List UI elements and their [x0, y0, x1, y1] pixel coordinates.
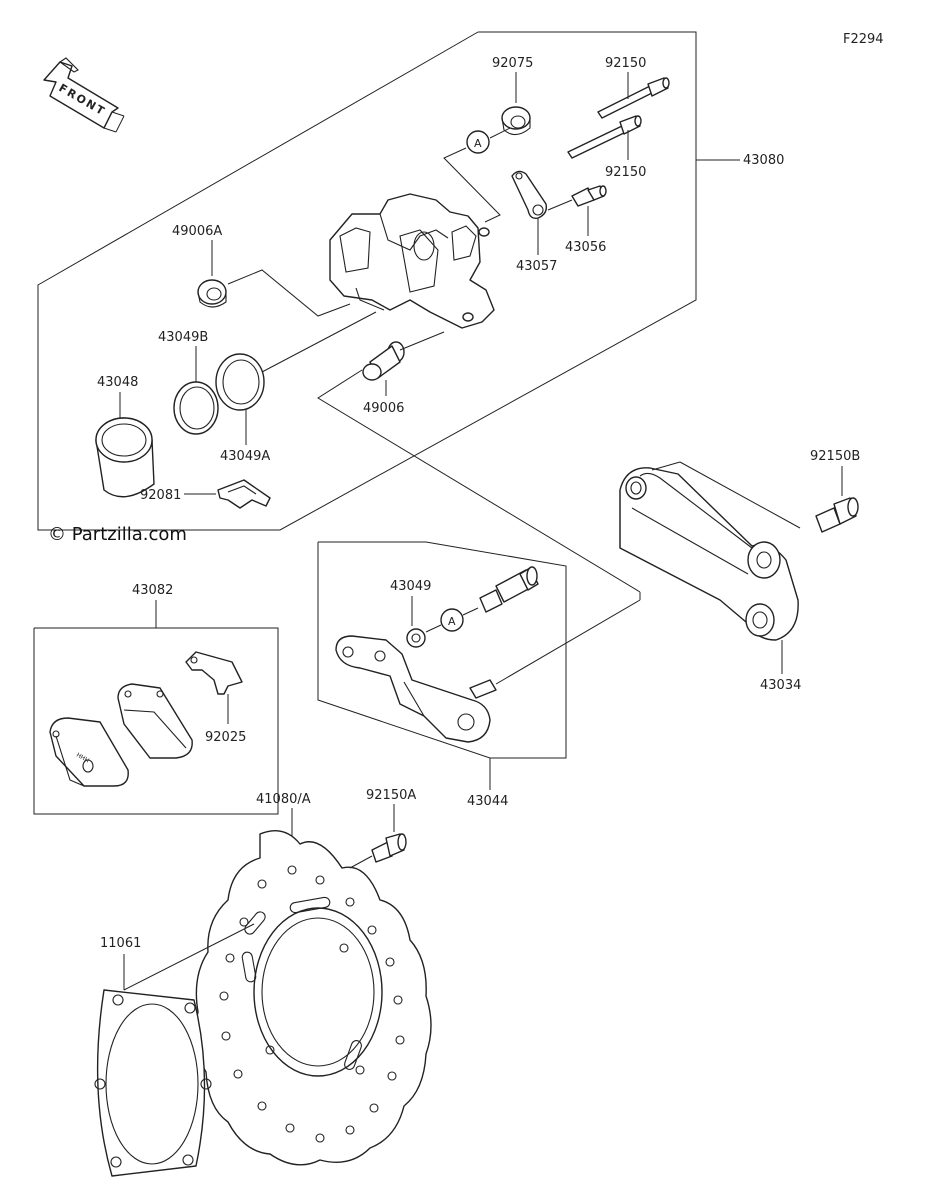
label-43049A: 43049A	[220, 449, 270, 464]
piston-43048	[95, 417, 155, 498]
bolt-92150B	[815, 497, 859, 533]
label-92150-mid: 92150	[605, 165, 646, 180]
ref-mark-a-mid-text: A	[448, 615, 456, 628]
seal-43049A	[215, 353, 265, 411]
bleeder-valve-43056	[571, 185, 607, 207]
slide-pin	[479, 566, 539, 613]
label-43080: 43080	[743, 153, 784, 168]
gasket-11061	[94, 989, 212, 1177]
brake-pad-left: HHH	[49, 717, 129, 787]
pin-49006	[362, 341, 405, 381]
label-92150-top: 92150	[605, 56, 646, 71]
bushing-49006A	[197, 279, 227, 308]
label-43057: 43057	[516, 259, 557, 274]
bolt-92150A	[371, 833, 407, 863]
bracket-43034	[619, 467, 799, 641]
pad-group-outline	[33, 627, 279, 815]
spring-92081	[217, 479, 271, 509]
label-92081: 92081	[140, 488, 181, 503]
ref-mark-a-top-text: A	[474, 137, 482, 150]
caliper-group-outline	[37, 31, 697, 531]
label-92150A: 92150A	[366, 788, 416, 803]
seal-43049B	[173, 381, 219, 435]
washer-43049	[406, 628, 426, 648]
label-43044: 43044	[467, 794, 508, 809]
label-49006: 49006	[363, 401, 404, 416]
label-43048: 43048	[97, 375, 138, 390]
label-92075: 92075	[492, 56, 533, 71]
holder-group-outline	[317, 541, 567, 759]
label-43082: 43082	[132, 583, 173, 598]
brake-pad-right	[117, 683, 193, 759]
label-11061: 11061	[100, 936, 141, 951]
label-43056: 43056	[565, 240, 606, 255]
ref-mark-a-mid	[440, 608, 464, 632]
caliper-body	[329, 193, 495, 329]
bleeder-link-43057	[511, 170, 548, 220]
copyright-text: © Partzilla.com	[48, 524, 187, 545]
brake-disc-41080A	[194, 830, 432, 1166]
pin-92150-mid	[567, 115, 642, 159]
figure-code: F2294	[843, 32, 884, 47]
label-43049B: 43049B	[158, 330, 208, 345]
boot-92075	[501, 106, 531, 136]
label-43049: 43049	[390, 579, 431, 594]
shim-92025	[185, 651, 243, 695]
label-49006A: 49006A	[172, 224, 222, 239]
label-43034: 43034	[760, 678, 801, 693]
label-41080A: 41080/A	[256, 792, 311, 807]
ref-mark-a-top	[466, 130, 490, 154]
caliper-holder	[335, 635, 497, 743]
front-arrow-icon	[43, 57, 125, 133]
label-92150B: 92150B	[810, 449, 860, 464]
label-92025: 92025	[205, 730, 246, 745]
pin-92150-top	[597, 77, 670, 119]
